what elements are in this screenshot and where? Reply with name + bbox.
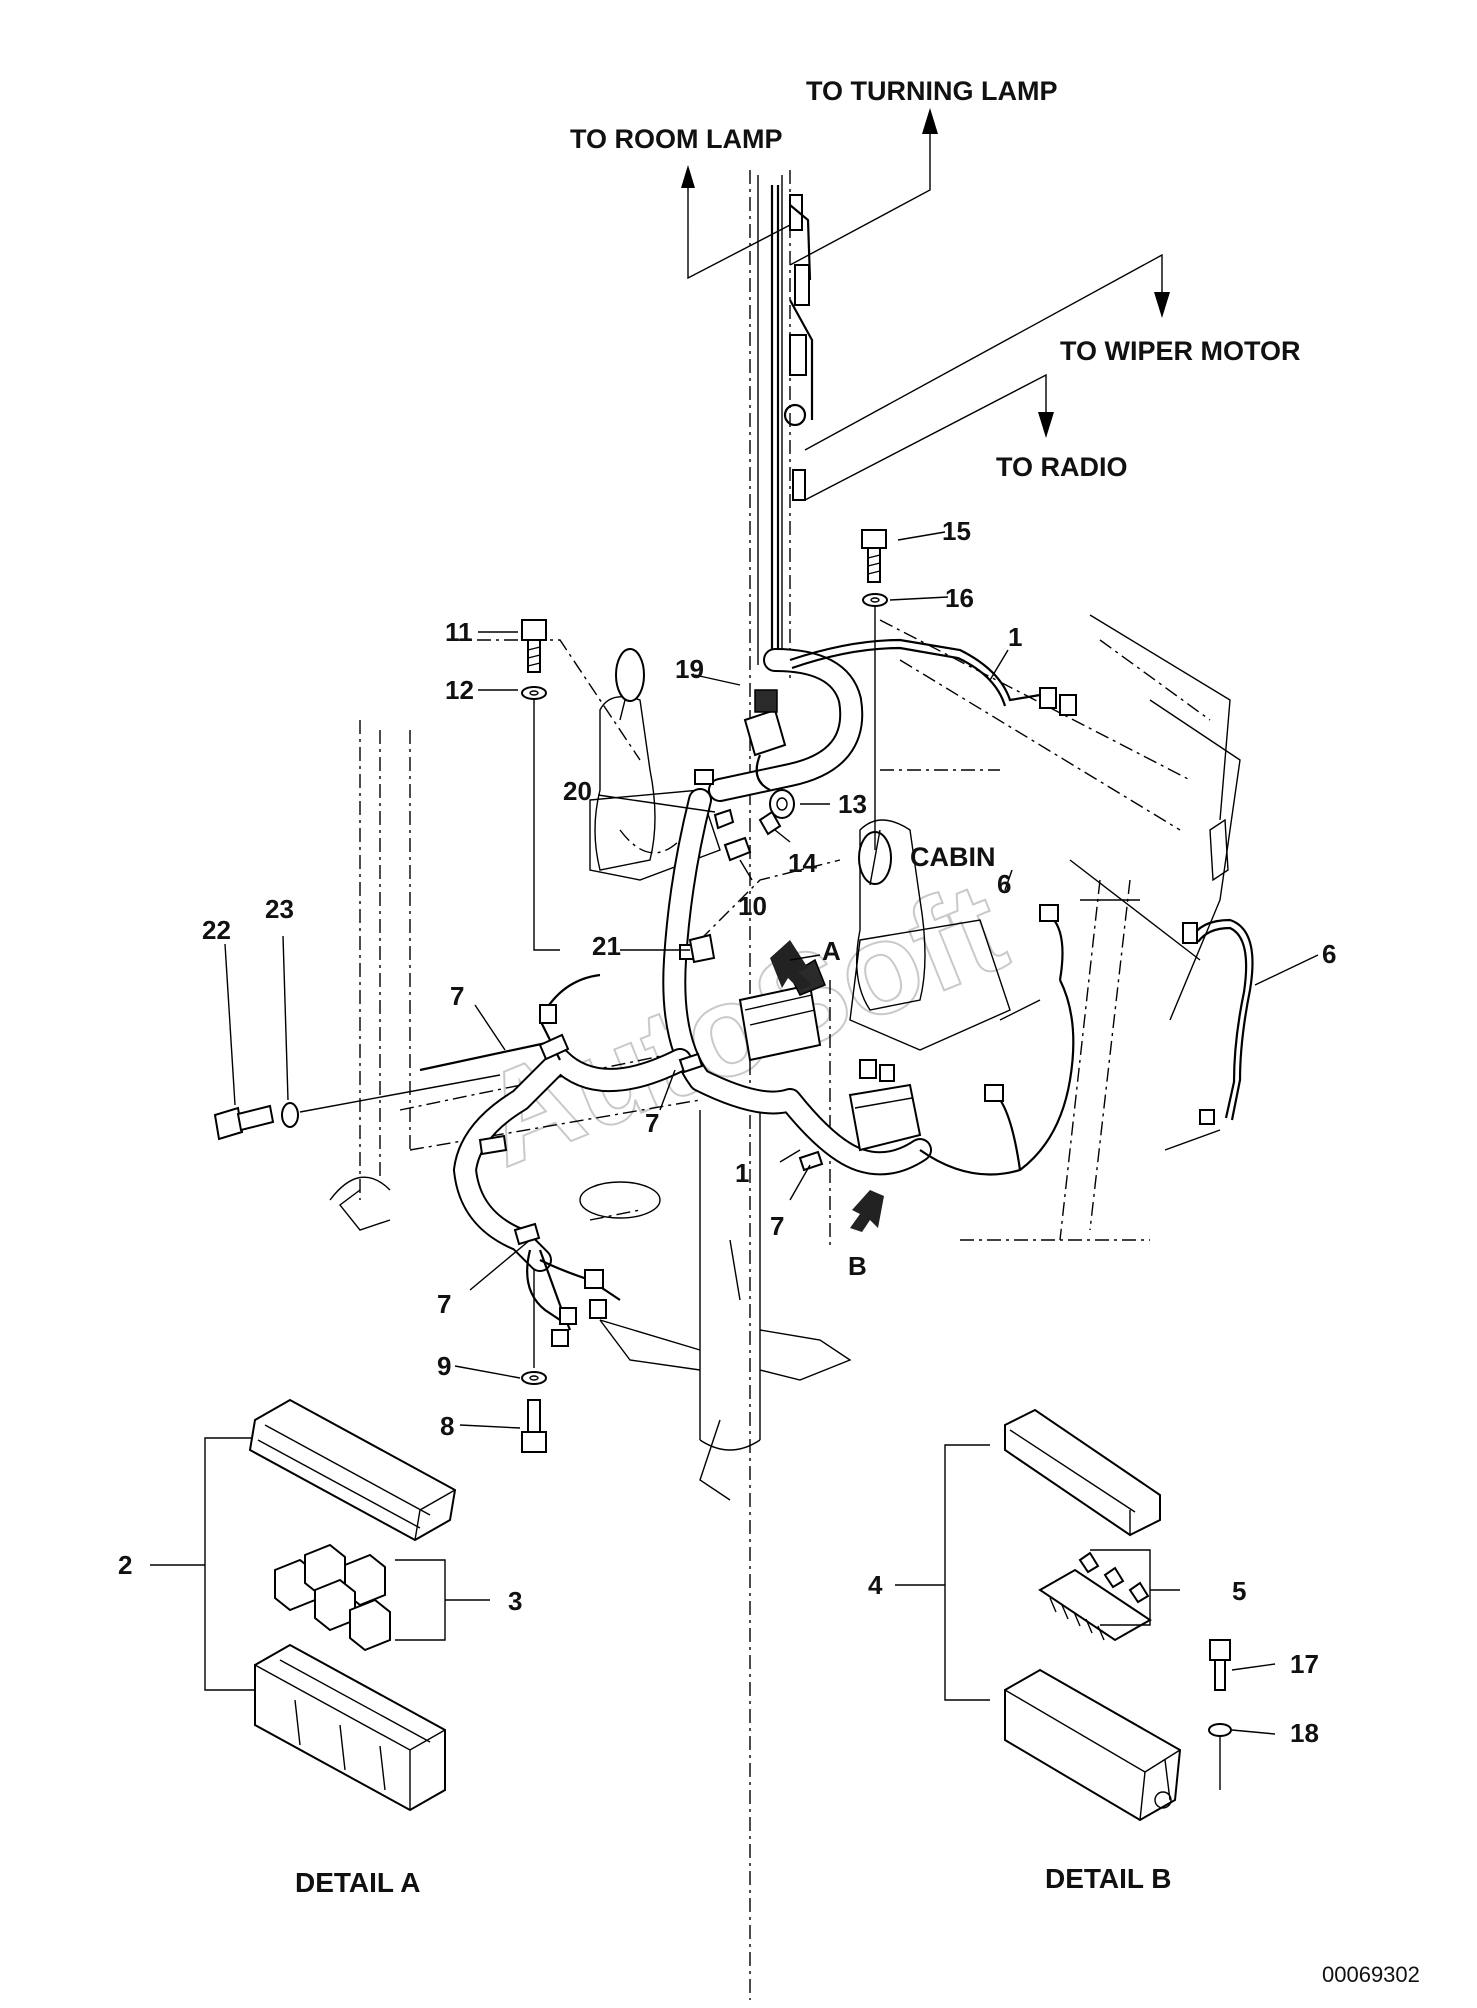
- detail-a: [150, 1398, 490, 1812]
- part-number-19: 19: [675, 654, 704, 684]
- callout-cabin: CABIN: [910, 842, 996, 872]
- connector-icon: [1039, 904, 1059, 922]
- callout-to-room-lamp: TO ROOM LAMP: [570, 124, 783, 154]
- bolt-icon: [521, 619, 547, 641]
- bolt-icon: [213, 1106, 244, 1141]
- part-number-9: 9: [437, 1351, 451, 1381]
- washer-icon: [1208, 1723, 1232, 1737]
- harness-connectors: [539, 687, 1077, 1347]
- washer-16: [862, 593, 888, 850]
- part-13-grommet: [769, 789, 795, 819]
- upper-harness: [770, 185, 814, 660]
- leader-lines: [224, 531, 1319, 1429]
- part-21-clamp: [688, 933, 716, 964]
- connector-icon: [584, 1269, 604, 1289]
- relay-icon: [274, 1543, 391, 1652]
- arrow-down-icon: [1154, 292, 1170, 318]
- part-number-3: 3: [508, 1586, 522, 1616]
- part-number-20: 20: [563, 776, 592, 806]
- part-number-1-top: 1: [1008, 622, 1022, 652]
- part-number-18: 18: [1290, 1718, 1319, 1748]
- connector-icon: [559, 1307, 577, 1325]
- bolt-icon: [521, 1431, 547, 1453]
- part-number-22: 22: [202, 915, 231, 945]
- part-number-6-upper: 6: [997, 869, 1011, 899]
- callout-to-turning-lamp: TO TURNING LAMP: [806, 76, 1058, 106]
- connector-icon: [984, 1084, 1004, 1102]
- room-lamp-leader: [681, 165, 791, 280]
- part-number-12: 12: [445, 675, 474, 705]
- part-number-6-right: 6: [1322, 939, 1336, 969]
- part-number-8: 8: [440, 1411, 454, 1441]
- washer-23: [281, 1074, 501, 1128]
- fuse-icon: [1038, 1551, 1152, 1642]
- detail-b: [895, 1408, 1276, 1822]
- connector-icon: [589, 1299, 607, 1319]
- view-arrow-icon: [850, 1190, 884, 1232]
- part-number-23: 23: [265, 894, 294, 924]
- part-14-clip: [758, 810, 782, 836]
- arrow-up-icon: [681, 165, 695, 188]
- part-number-17: 17: [1290, 1649, 1319, 1679]
- bolt-11: [521, 619, 547, 673]
- part-10-clip: [723, 836, 752, 862]
- washer-12: [521, 686, 560, 951]
- arrow-up-icon: [922, 108, 938, 134]
- callout-to-radio: TO RADIO: [996, 452, 1128, 482]
- washer-icon: [521, 686, 547, 700]
- connector-icon: [694, 769, 714, 785]
- drawing-code: 00069302: [1322, 1962, 1420, 1987]
- connector-icon: [1182, 922, 1198, 944]
- fuse-box-b: [848, 1059, 922, 1152]
- bolt-icon: [861, 529, 887, 549]
- bolt-icon: [1209, 1639, 1231, 1661]
- connector-icon: [539, 1004, 557, 1024]
- part-number-10: 10: [738, 891, 767, 921]
- part-number-7-left: 7: [450, 981, 464, 1011]
- turning-lamp-leader: [789, 108, 938, 266]
- part-number-4: 4: [868, 1570, 883, 1600]
- part-number-7-lowmid: 7: [770, 1211, 784, 1241]
- part-6-harness: [1182, 918, 1254, 1125]
- washer-icon: [862, 593, 888, 607]
- callout-to-wiper-motor: TO WIPER MOTOR: [1060, 336, 1301, 366]
- washer-icon: [281, 1102, 299, 1128]
- bolt-15: [861, 529, 887, 583]
- bolt-22: [213, 1104, 275, 1141]
- part-number-16: 16: [945, 583, 974, 613]
- radio-leader: [804, 373, 1054, 501]
- part-number-7-low: 7: [437, 1289, 451, 1319]
- part-number-2: 2: [118, 1550, 132, 1580]
- view-label-a: A: [822, 936, 841, 966]
- arrow-down-icon: [1038, 412, 1054, 438]
- part-number-13: 13: [838, 789, 867, 819]
- bolt-8: [521, 1399, 547, 1453]
- detail-a-title: DETAIL A: [295, 1867, 420, 1898]
- fuse-box-a: [738, 958, 826, 1062]
- view-arrow-icon: [770, 940, 812, 990]
- front-pillar: [749, 170, 791, 2000]
- connector-icon: [551, 1329, 569, 1347]
- part-number-15: 15: [942, 516, 971, 546]
- part-number-21: 21: [592, 931, 621, 961]
- washer-9: [521, 1270, 547, 1385]
- connector-icon: [1199, 1109, 1215, 1125]
- seat-base: [579, 1110, 852, 1501]
- view-label-b: B: [848, 1251, 867, 1281]
- part-number-5: 5: [1232, 1576, 1246, 1606]
- cabin-frame: [329, 614, 1241, 1250]
- part-number-7-mid: 7: [645, 1108, 659, 1138]
- part-20-clip: [713, 808, 735, 830]
- washer-icon: [521, 1371, 547, 1385]
- connector-icon: [1059, 694, 1077, 716]
- part-19-switch: [743, 689, 787, 791]
- detail-b-title: DETAIL B: [1045, 1863, 1172, 1894]
- wiper-motor-leader: [804, 253, 1170, 451]
- part-number-14: 14: [788, 848, 817, 878]
- connector-icon: [1039, 687, 1057, 709]
- main-harness: [419, 638, 1075, 1331]
- part-number-11: 11: [445, 617, 473, 647]
- part-number-1-mid: 1: [735, 1158, 749, 1188]
